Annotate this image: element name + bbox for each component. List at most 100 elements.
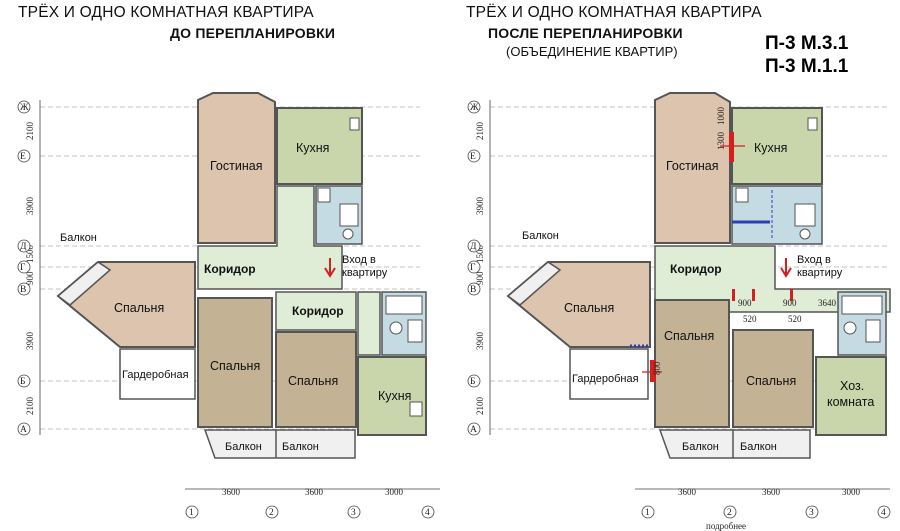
svg-text:Г: Г xyxy=(20,263,26,273)
svg-text:1: 1 xyxy=(645,508,650,518)
label-balcony-b1-after: Балкон xyxy=(682,441,719,453)
series-code-2: П-3 М.1.1 xyxy=(765,56,849,77)
svg-text:Б: Б xyxy=(470,377,475,387)
living-room-after xyxy=(654,92,731,244)
bedroom-right-after xyxy=(732,329,814,428)
right-fixtures xyxy=(735,117,883,343)
left-axis-letters: Ж Е Д Г В Б А xyxy=(17,100,31,436)
balcony-left-after xyxy=(506,261,562,306)
left-axis-numbers: 1 2 3 4 xyxy=(185,505,435,519)
svg-text:520: 520 xyxy=(788,314,802,324)
svg-text:3600: 3600 xyxy=(678,487,697,497)
svg-text:2100: 2100 xyxy=(25,122,35,141)
label-corridor-after: Коридор xyxy=(670,262,722,276)
balcony-left xyxy=(56,261,112,306)
label-entrance-2: квартиру xyxy=(342,267,388,279)
balcony-bottom xyxy=(203,429,356,459)
label-corridor-small: Коридор xyxy=(292,304,344,318)
wardrobe xyxy=(119,348,196,400)
svg-text:2: 2 xyxy=(727,508,732,518)
svg-text:Д: Д xyxy=(470,242,477,252)
right-title: ТРЁХ И ОДНО КОМНАТНАЯ КВАРТИРА xyxy=(466,4,762,21)
label-balcony-left: Балкон xyxy=(60,232,97,244)
svg-text:3000: 3000 xyxy=(842,487,861,497)
svg-text:Г: Г xyxy=(470,263,476,273)
svg-text:Ж: Ж xyxy=(470,103,479,113)
label-wardrobe: Гардеробная xyxy=(122,369,189,381)
kitchen-after xyxy=(731,107,823,185)
footer-link[interactable]: подробнее xyxy=(706,521,746,531)
svg-text:3600: 3600 xyxy=(305,487,324,497)
svg-text:1000: 1000 xyxy=(716,107,726,126)
label-entrance-after-1: Вход в xyxy=(797,254,831,266)
corridor-small xyxy=(275,291,357,331)
new-walls xyxy=(630,190,773,348)
svg-text:2100: 2100 xyxy=(25,397,35,416)
label-bedroom-right-after: Спальня xyxy=(746,374,796,388)
corridor-main xyxy=(197,185,343,290)
label-storage-2: комната xyxy=(827,395,874,409)
svg-text:А: А xyxy=(470,425,477,435)
bedroom-mid-after xyxy=(654,299,730,428)
balcony-bottom-after xyxy=(658,429,811,459)
svg-text:520: 520 xyxy=(743,314,757,324)
bedroom-mid xyxy=(197,297,273,428)
demolition-marks xyxy=(642,132,793,382)
left-subtitle: ДО ПЕРЕПЛАНИРОВКИ xyxy=(170,25,336,41)
bedroom-right xyxy=(275,331,357,428)
svg-text:3600: 3600 xyxy=(222,487,241,497)
svg-text:3900: 3900 xyxy=(25,197,35,216)
left-entrance-arrow xyxy=(324,258,336,278)
label-bedroom-left: Спальня xyxy=(114,301,164,315)
label-balcony-b1: Балкон xyxy=(225,441,262,453)
label-kitchen-bottom: Кухня xyxy=(378,389,411,403)
left-side-dims: 2100 3900 1500 900 3900 2100 xyxy=(25,122,35,416)
svg-text:3900: 3900 xyxy=(25,332,35,351)
series-code-1: П-3 М.3.1 xyxy=(765,33,849,54)
svg-text:900: 900 xyxy=(25,271,35,285)
label-storage-1: Хоз. xyxy=(840,379,864,393)
corridor-right xyxy=(357,291,381,356)
svg-text:900: 900 xyxy=(738,298,752,308)
svg-text:4: 4 xyxy=(425,508,430,518)
svg-text:Д: Д xyxy=(20,242,27,252)
label-bedroom-left-after: Спальня xyxy=(564,301,614,315)
svg-text:4: 4 xyxy=(881,508,886,518)
label-entrance-after-2: квартиру xyxy=(797,267,843,279)
svg-text:1500: 1500 xyxy=(25,245,35,264)
svg-text:900: 900 xyxy=(783,298,797,308)
label-entrance-1: Вход в xyxy=(342,254,376,266)
svg-text:В: В xyxy=(470,285,476,295)
right-entrance-arrow xyxy=(780,258,792,278)
label-bedroom-mid: Спальня xyxy=(210,359,260,373)
svg-text:1500: 1500 xyxy=(475,245,485,264)
svg-text:3900: 3900 xyxy=(475,197,485,216)
svg-text:3640: 3640 xyxy=(818,298,837,308)
label-living-after: Гостиная xyxy=(666,159,718,173)
svg-text:3: 3 xyxy=(809,508,814,518)
svg-text:Е: Е xyxy=(470,152,476,162)
svg-text:Ж: Ж xyxy=(20,103,29,113)
label-wardrobe-after: Гардеробная xyxy=(572,373,639,385)
left-fixtures xyxy=(317,117,423,417)
left-rooms xyxy=(56,92,427,459)
right-axis-letters: Ж Е Д Г В Б А xyxy=(467,100,481,436)
label-bedroom-right: Спальня xyxy=(288,374,338,388)
svg-text:1300: 1300 xyxy=(716,132,726,151)
kitchen-bottom xyxy=(357,356,427,436)
left-floor-plan: Гостиная Кухня Коридор Коридор Спальня С… xyxy=(17,92,440,519)
right-side-dims: 2100 3900 1500 900 3900 2100 xyxy=(475,122,485,416)
storage-room xyxy=(815,356,887,436)
svg-text:3000: 3000 xyxy=(385,487,404,497)
svg-text:3: 3 xyxy=(351,508,356,518)
svg-text:3900: 3900 xyxy=(475,332,485,351)
label-balcony-b2-after: Балкон xyxy=(740,441,777,453)
svg-text:2: 2 xyxy=(269,508,274,518)
right-bottom-dims: 3600 3600 3000 xyxy=(678,487,861,497)
right-subtitle-2: (ОБЪЕДИНЕНИЕ КВАРТИР) xyxy=(506,44,678,59)
inner-dims: 1000 1300 900 900 520 520 3640 800 xyxy=(652,107,837,376)
left-title: ТРЁХ И ОДНО КОМНАТНАЯ КВАРТИРА xyxy=(18,4,314,21)
right-floor-plan: 1000 1300 900 900 520 520 3640 800 Гости… xyxy=(467,92,891,531)
kitchen-top xyxy=(276,107,363,185)
label-corridor-main: Коридор xyxy=(204,262,256,276)
